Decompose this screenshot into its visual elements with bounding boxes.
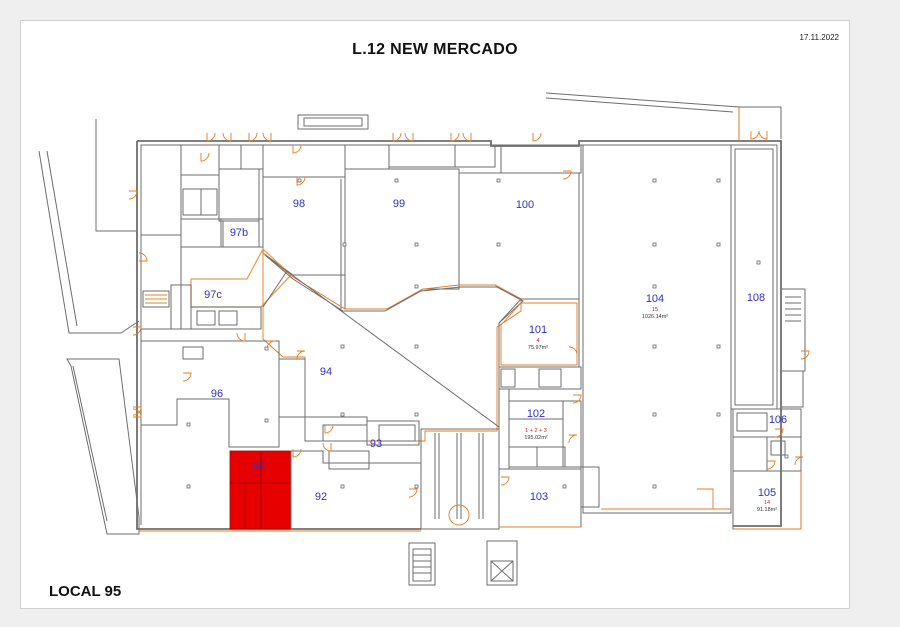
unit-105-area: 91.18m²	[757, 507, 777, 513]
local-caption: LOCAL 95	[49, 583, 122, 600]
unit-105-label: 105	[758, 487, 776, 499]
bottom-stairs	[408, 540, 518, 586]
top-right-exterior-walls	[545, 92, 782, 139]
unit-108-label: 108	[747, 292, 765, 304]
unit-92-label: 92	[315, 491, 327, 503]
structural-columns	[186, 178, 789, 489]
unit-97b-label: 97b	[230, 227, 248, 239]
unit-108-walls	[730, 144, 778, 410]
units-102-103	[498, 366, 600, 528]
door-swings	[128, 130, 810, 498]
unit-104-label: 104	[646, 293, 664, 305]
unit-100-label: 100	[516, 199, 534, 211]
perimeter-orange	[139, 107, 802, 532]
unit-102-number: 1 + 2 + 3	[525, 428, 547, 434]
unit-101-number: 4	[536, 338, 539, 344]
unit-96-walls	[140, 340, 306, 448]
local-95-highlight	[229, 450, 292, 530]
service-rooms-north-west	[140, 144, 582, 248]
unit-101-walls	[498, 298, 580, 368]
unit-102-area: 195.02m²	[524, 435, 547, 441]
unit-98-label: 98	[293, 198, 305, 210]
unit-96-label: 96	[211, 388, 223, 400]
unit-103-label: 103	[530, 491, 548, 503]
floor-plan-sheet: L.12 NEW MERCADO 17.11.2022	[20, 20, 850, 609]
unit-94-label: 94	[320, 366, 332, 378]
unit-93-walls	[304, 416, 420, 446]
unit-101-label: 101	[529, 324, 547, 336]
unit-104-area: 1026.14m²	[642, 314, 668, 320]
unit-94-walls	[262, 252, 524, 442]
unit-93-label: 93	[370, 438, 382, 450]
unit-105-number: 14	[764, 500, 770, 506]
unit-101-area: 75.97m²	[528, 345, 548, 351]
unit-102-label: 102	[527, 408, 545, 420]
left-exterior-walls	[38, 119, 140, 535]
unit-92-walls	[290, 450, 422, 530]
roof-structure	[297, 114, 369, 130]
unit-95-label: 95	[253, 461, 265, 473]
unit-106-label: 106	[769, 414, 787, 426]
plan-date: 17.11.2022	[799, 33, 839, 42]
unit-97c-label: 97c	[204, 289, 222, 301]
unit-99-label: 99	[393, 198, 405, 210]
plan-title: L.12 NEW MERCADO	[352, 41, 518, 58]
central-corridor	[420, 428, 500, 530]
units-97b-97c	[140, 218, 292, 330]
floor-plan-drawing: 98 99 100 97b 97c 94 96 93 95 92 101 4 7…	[38, 92, 810, 586]
unit-104-walls	[582, 144, 732, 514]
stairs-108	[780, 288, 806, 408]
unit-104-number: 15	[652, 307, 658, 313]
